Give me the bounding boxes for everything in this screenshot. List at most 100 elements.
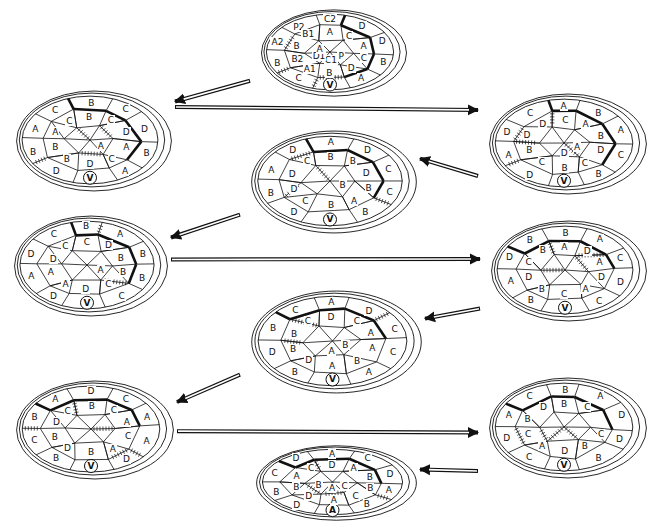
map-ring xyxy=(258,136,402,225)
region-letter: C xyxy=(360,53,368,63)
map-border xyxy=(314,356,316,372)
map-drawing: DCBADBBACDACBDCBADAV xyxy=(480,215,650,325)
region-letter: C xyxy=(294,73,302,83)
map-border xyxy=(313,77,318,88)
region-letter: C xyxy=(107,115,115,125)
hatch-tick xyxy=(517,433,521,435)
map-border xyxy=(564,427,578,440)
region-letter: B xyxy=(30,412,38,422)
map-ring xyxy=(22,386,160,472)
map-border xyxy=(367,69,380,75)
map-border xyxy=(303,326,319,343)
region-letter: A xyxy=(27,271,35,281)
map-border xyxy=(74,109,77,128)
hatch-tick xyxy=(293,340,295,344)
bold-chain xyxy=(36,404,51,411)
hatch-tick xyxy=(88,151,89,155)
map-ring xyxy=(17,218,161,312)
hatch-tick xyxy=(109,134,112,137)
region-letter: D xyxy=(104,240,113,250)
region-letter: B xyxy=(272,487,280,497)
bold-chain xyxy=(129,264,137,283)
circled-letter: V xyxy=(328,374,337,384)
hatch-tick xyxy=(297,155,298,159)
region-letter: A xyxy=(109,444,117,454)
bold-chain xyxy=(606,255,614,269)
map-drawing: BCDADCBABBCDAADCCDBAV xyxy=(3,210,171,320)
map-ring xyxy=(15,216,168,316)
region-letter: B xyxy=(119,267,127,277)
hatch-tick xyxy=(520,439,524,441)
hatch-tick xyxy=(511,161,513,165)
map-border xyxy=(72,265,87,280)
region-letter: D xyxy=(122,127,131,137)
hatch-tick xyxy=(551,435,554,438)
map-border xyxy=(549,241,554,254)
map-border xyxy=(590,142,616,144)
double-arrow-gap xyxy=(176,107,469,110)
hatch-tick xyxy=(36,160,38,164)
map-border xyxy=(591,427,605,442)
map-border xyxy=(551,396,554,412)
region-letter: D xyxy=(583,246,592,256)
circled-letter: V xyxy=(326,214,335,224)
map-border xyxy=(344,150,347,166)
map-border xyxy=(64,139,79,153)
map-border xyxy=(554,412,579,413)
map-border xyxy=(506,119,524,126)
region-letter: D xyxy=(616,277,625,287)
map-border xyxy=(541,270,550,285)
map-border xyxy=(514,141,521,159)
map-ring xyxy=(497,226,633,314)
region-letter: A xyxy=(316,44,324,54)
hatch-tick xyxy=(295,318,297,322)
hatch-tick xyxy=(82,151,83,155)
hatch-tick xyxy=(323,75,324,79)
hatch-tick xyxy=(567,429,570,432)
map-border xyxy=(100,294,106,307)
hatch-tick xyxy=(340,490,341,494)
hatch-tick xyxy=(105,130,108,133)
map-border xyxy=(540,427,548,441)
vertex-circle xyxy=(558,174,571,187)
hatch-tick xyxy=(558,429,561,432)
map-border xyxy=(361,338,386,340)
map-border xyxy=(301,183,317,194)
region-letter: C xyxy=(384,164,392,174)
map-border xyxy=(550,284,581,285)
map-border xyxy=(307,452,314,460)
map-border xyxy=(129,283,143,289)
map-border xyxy=(65,428,75,443)
region-letter: D xyxy=(87,386,96,396)
vertex-circle xyxy=(324,213,337,226)
region-letter: B xyxy=(52,453,60,463)
hatch-tick xyxy=(74,409,78,411)
hatch-tick xyxy=(287,67,289,71)
hatch-tick xyxy=(291,36,295,38)
hatch-tick xyxy=(318,168,321,171)
region-letter: C xyxy=(390,324,398,334)
map-border xyxy=(349,505,355,513)
region-letter: B xyxy=(292,41,300,51)
region-letter: D xyxy=(268,347,277,357)
region-letter: A xyxy=(51,127,59,137)
hatch-tick xyxy=(94,152,95,156)
region-letter: C xyxy=(65,116,73,126)
map-border xyxy=(539,143,564,144)
hatch-tick xyxy=(105,426,106,430)
map-border xyxy=(374,198,392,205)
map-border xyxy=(284,183,301,198)
region-letter: B xyxy=(538,284,546,294)
map-border xyxy=(75,442,104,443)
region-letter: D xyxy=(63,443,72,453)
region-letter: A xyxy=(505,410,513,420)
map-border xyxy=(75,429,91,443)
map-border xyxy=(319,326,333,341)
region-letter: C xyxy=(124,431,132,441)
region-letter: C xyxy=(340,481,348,491)
double-arrow xyxy=(420,159,478,176)
map-border xyxy=(77,153,79,171)
region-letter: C xyxy=(524,429,532,439)
region-letter: B xyxy=(526,235,534,245)
region-letter: A xyxy=(359,41,367,51)
